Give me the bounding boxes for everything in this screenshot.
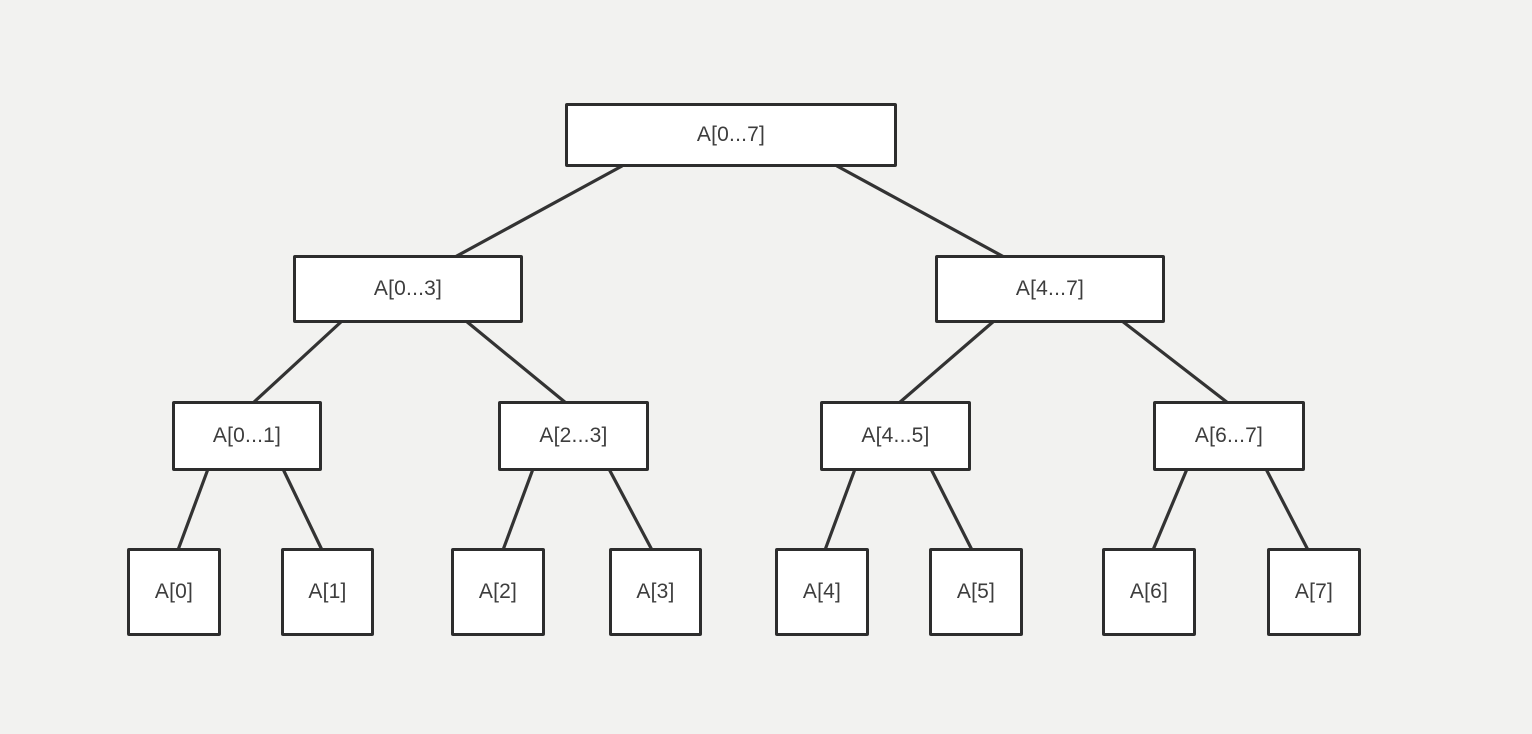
node-a4-7: A[4...7] <box>935 255 1165 323</box>
node-a4: A[4] <box>775 548 869 636</box>
edge-l2b-right <box>1120 319 1230 405</box>
edge-l3d-right <box>1264 467 1310 552</box>
node-label: A[2...3] <box>539 424 608 447</box>
node-a2-3: A[2...3] <box>498 401 649 471</box>
node-a0-7: A[0...7] <box>565 103 897 167</box>
edge-root-right <box>835 164 1006 259</box>
node-a6-7: A[6...7] <box>1153 401 1305 471</box>
node-label: A[0...7] <box>696 123 766 146</box>
edge-l3d-left <box>1151 467 1189 552</box>
node-a5: A[5] <box>929 548 1023 636</box>
node-label: A[0...3] <box>373 277 443 300</box>
edge-l2a-right <box>464 319 568 405</box>
edge-l3b-left <box>501 467 535 552</box>
node-label: A[4...7] <box>1015 277 1085 300</box>
node-label: A[0] <box>154 580 194 603</box>
edge-l3c-right <box>929 467 974 552</box>
edge-l2b-left <box>897 319 996 405</box>
node-label: A[5] <box>956 580 996 603</box>
node-label: A[3] <box>636 580 675 603</box>
edge-l3c-left <box>823 467 857 552</box>
node-label: A[2] <box>478 580 518 603</box>
node-a6: A[6] <box>1102 548 1196 636</box>
node-a2: A[2] <box>451 548 545 636</box>
edge-l3a-left <box>176 467 210 552</box>
node-a7: A[7] <box>1267 548 1361 636</box>
node-label: A[4...5] <box>861 424 930 447</box>
node-a1: A[1] <box>281 548 374 636</box>
node-label: A[4] <box>802 580 842 603</box>
node-a4-5: A[4...5] <box>820 401 971 471</box>
node-label: A[7] <box>1294 580 1334 603</box>
node-a0-3: A[0...3] <box>293 255 523 323</box>
node-label: A[6...7] <box>1194 424 1264 447</box>
edge-l2a-left <box>251 319 344 405</box>
node-a0-1: A[0...1] <box>172 401 322 471</box>
node-label: A[0...1] <box>212 424 282 447</box>
node-a3: A[3] <box>609 548 702 636</box>
edge-l3b-right <box>607 467 654 552</box>
edge-root-left <box>453 164 624 259</box>
node-label: A[1] <box>308 580 347 603</box>
node-a0: A[0] <box>127 548 221 636</box>
edge-l3a-right <box>281 467 324 552</box>
node-label: A[6] <box>1129 580 1169 603</box>
